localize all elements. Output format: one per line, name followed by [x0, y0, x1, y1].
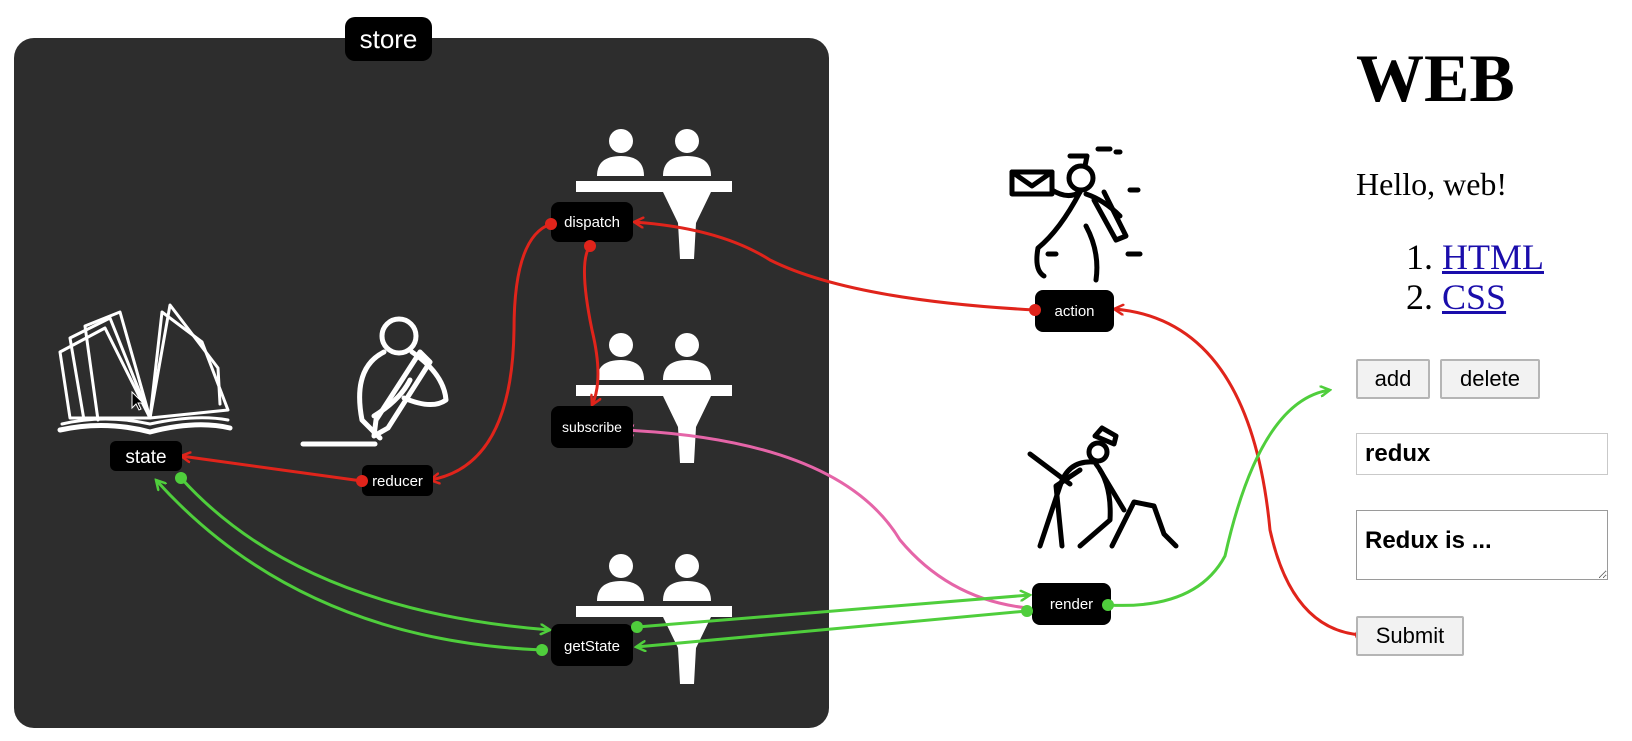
- render-pill: [1032, 583, 1111, 625]
- action-to-dispatch-arrow: [634, 222, 1036, 312]
- topic-link-html[interactable]: HTML: [1442, 237, 1544, 277]
- store-title: store: [360, 24, 418, 54]
- render-label: render: [1050, 596, 1093, 613]
- subscribe-label: subscribe: [562, 419, 622, 435]
- state-pill: [110, 441, 182, 471]
- dispatch-pill: [551, 202, 633, 242]
- getstate-to-render-arrow: [636, 595, 1030, 629]
- action-label: action: [1054, 303, 1094, 320]
- title-input[interactable]: [1356, 433, 1608, 475]
- dot-render-right: [1102, 599, 1114, 611]
- dispatch-label: dispatch: [564, 214, 620, 231]
- render-to-subscribe-arrow: [624, 430, 1029, 610]
- dot-state-bottom: [175, 472, 187, 484]
- open-book-icon: [57, 303, 233, 435]
- state-label: state: [125, 447, 166, 468]
- getstate-to-state-arrow: [156, 480, 543, 652]
- digging-worker-icon: [1027, 425, 1179, 549]
- mail-courier-icon: [1009, 146, 1143, 283]
- dot-action-left: [1029, 304, 1041, 316]
- web-page-title: WEB: [1356, 40, 1515, 116]
- mouse-cursor-icon: [131, 390, 145, 411]
- dot-reducer-left: [356, 475, 368, 487]
- dot-getstate-right: [631, 621, 643, 633]
- reducer-label: reducer: [372, 473, 423, 490]
- submit-button[interactable]: Submit: [1356, 616, 1464, 656]
- action-pill: [1035, 290, 1114, 332]
- reducer-to-state-arrow: [181, 456, 363, 483]
- add-button[interactable]: add: [1356, 359, 1430, 399]
- web-topic-list: HTML CSS: [1356, 237, 1544, 317]
- subscribe-pill: [551, 406, 633, 448]
- web-greeting: Hello, web!: [1356, 166, 1508, 202]
- list-item: HTML: [1442, 237, 1544, 277]
- writing-person-icon: [300, 316, 449, 447]
- reducer-pill: [362, 465, 433, 496]
- delete-button[interactable]: delete: [1440, 359, 1540, 399]
- render-to-getstate-arrow: [636, 609, 1028, 647]
- store-title-pill: [345, 17, 432, 61]
- dot-dispatch-left: [545, 218, 557, 230]
- list-item: CSS: [1442, 277, 1544, 317]
- dot-render-left: [1021, 605, 1033, 617]
- dispatch-to-subscribe-arrow: [583, 245, 598, 405]
- dispatch-to-reducer-arrow: [430, 222, 552, 480]
- submit-to-action-arrow: [1114, 309, 1362, 637]
- description-textarea[interactable]: Redux is ...: [1356, 510, 1608, 580]
- state-to-getstate-arrow: [179, 476, 550, 630]
- getstate-pill: [551, 624, 633, 666]
- web-page-preview: WEB Hello, web! HTML CSS add delete Redu…: [1356, 0, 1632, 741]
- getstate-label: getState: [564, 638, 620, 655]
- dot-getstate-left: [536, 644, 548, 656]
- dot-dispatch-bottom: [584, 240, 596, 252]
- render-to-webpage-arrow: [1107, 390, 1330, 607]
- topic-link-css[interactable]: CSS: [1442, 277, 1507, 317]
